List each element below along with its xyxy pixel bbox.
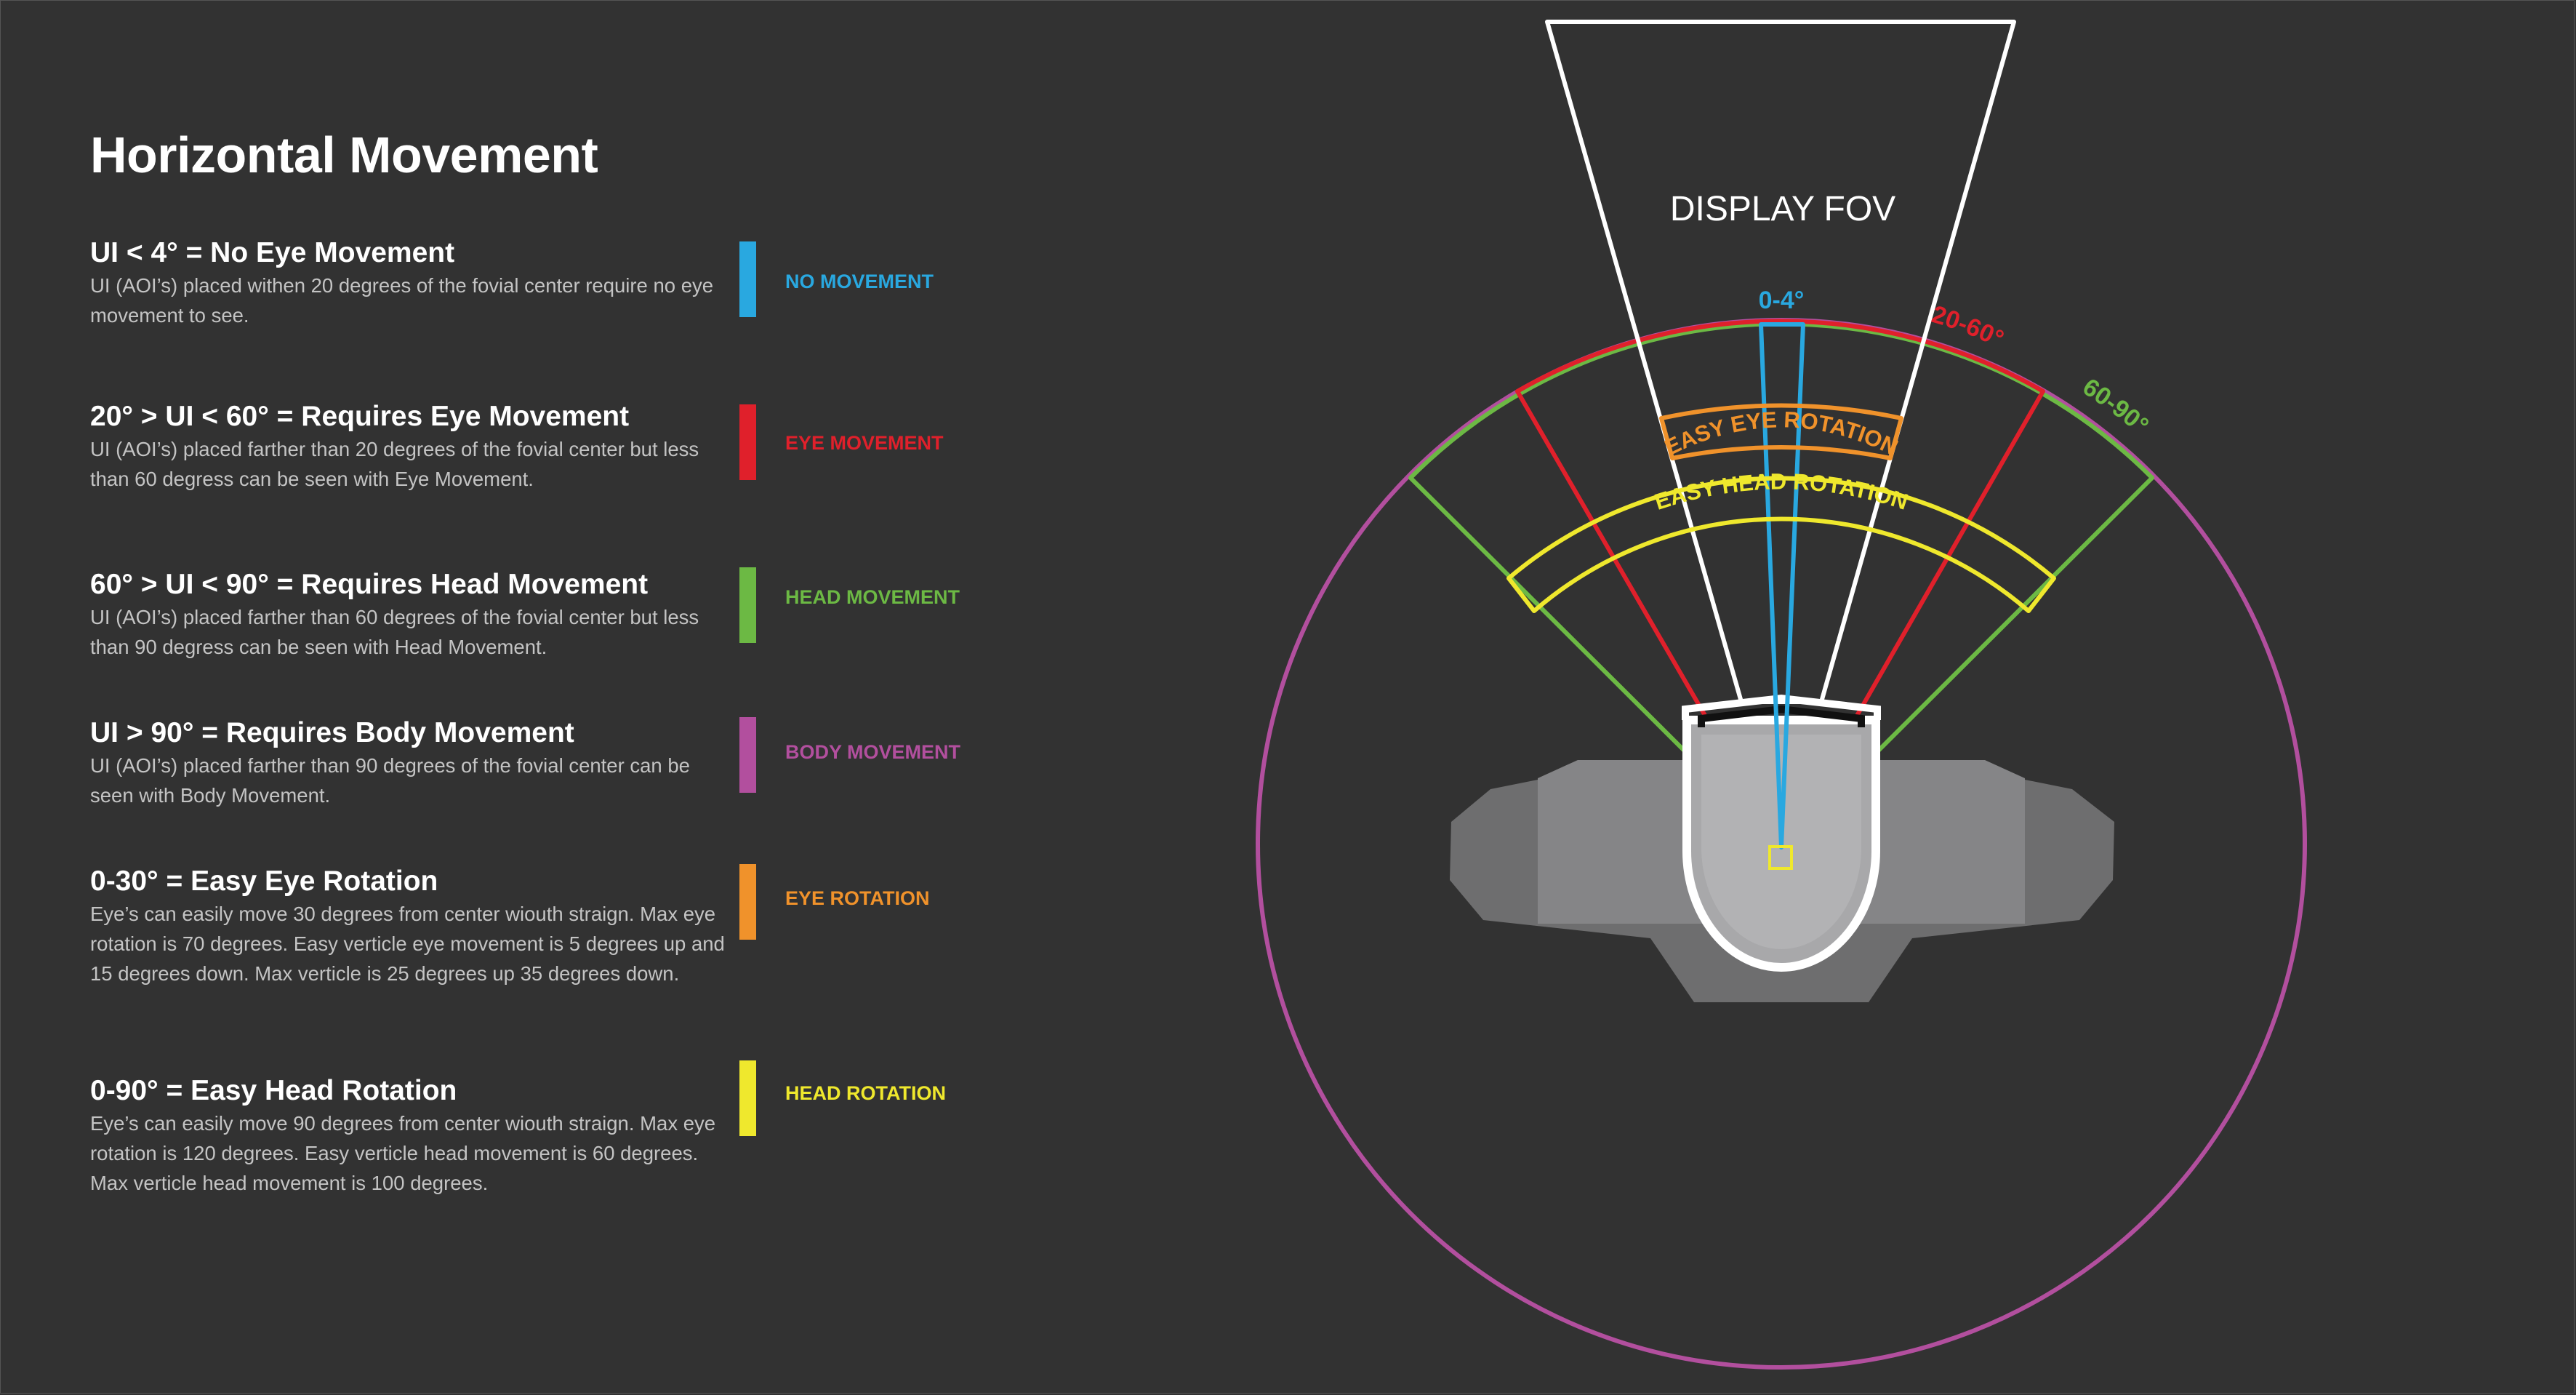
easy-eye-rotation-heading: 0-30° = Easy Eye Rotation: [90, 866, 438, 897]
head-movement-diagram-label: 60-90°: [2078, 373, 2154, 439]
no-eye-movement-heading: UI < 4° = No Eye Movement: [90, 237, 455, 268]
body-movement-legend-label: BODY MOVEMENT: [785, 741, 961, 763]
headset-band-inner: [1698, 705, 1865, 727]
head-movement-legend-label: HEAD MOVEMENT: [785, 586, 960, 608]
easy-head-rotation-band: [1506, 476, 2056, 613]
body-movement-description: UI (AOI’s) placed farther than 90 degree…: [90, 754, 690, 807]
eye-movement-swatch: [739, 404, 756, 480]
display-fov-shape: [1545, 20, 2016, 704]
head-rotation-legend-label: HEAD ROTATION: [785, 1082, 946, 1104]
easy-head-rotation-heading: 0-90° = Easy Head Rotation: [90, 1075, 457, 1106]
eye-movement-wedge: [1515, 319, 2045, 850]
fovial-center-marker: [1768, 845, 1793, 870]
easy-eye-rotation-band: [1659, 403, 1903, 460]
head-movement-heading: 60° > UI < 90° = Requires Head Movement: [90, 569, 649, 600]
page-title: Horizontal Movement: [90, 127, 598, 183]
easy-head-rotation-description: Eye’s can easily move 90 degrees from ce…: [90, 1112, 716, 1194]
eye-movement-heading: 20° > UI < 60° = Requires Eye Movement: [90, 401, 630, 432]
body-movement-swatch: [739, 717, 756, 793]
head-movement-description: UI (AOI’s) placed farther than 60 degree…: [90, 606, 699, 658]
no-movement-label: 0-4°: [1759, 287, 1805, 314]
no-eye-movement-description: UI (AOI’s) placed withen 20 degrees of t…: [90, 274, 714, 327]
eye-movement-legend-label: EYE MOVEMENT: [785, 432, 944, 454]
eye-rotation-swatch: [739, 864, 756, 940]
easy-head-rotation-label: EASY HEAD ROTATION: [1652, 468, 1911, 514]
no-movement-swatch: [739, 241, 756, 317]
body-movement-heading: UI > 90° = Requires Body Movement: [90, 717, 574, 748]
display-fov-label: DISPLAY FOV: [1670, 190, 1895, 228]
no-movement-wedge: [1759, 322, 1805, 850]
head-top-view: [1450, 694, 2114, 1002]
no-movement-legend-label: NO MOVEMENT: [785, 271, 934, 292]
head-rotation-swatch: [739, 1060, 756, 1136]
headset-band: [1682, 694, 1881, 720]
eye-movement-description: UI (AOI’s) placed farther than 20 degree…: [90, 438, 699, 490]
head-movement-swatch: [739, 567, 756, 643]
eye-rotation-legend-label: EYE ROTATION: [785, 887, 930, 909]
easy-eye-rotation-description: Eye’s can easily move 30 degrees from ce…: [90, 903, 725, 985]
